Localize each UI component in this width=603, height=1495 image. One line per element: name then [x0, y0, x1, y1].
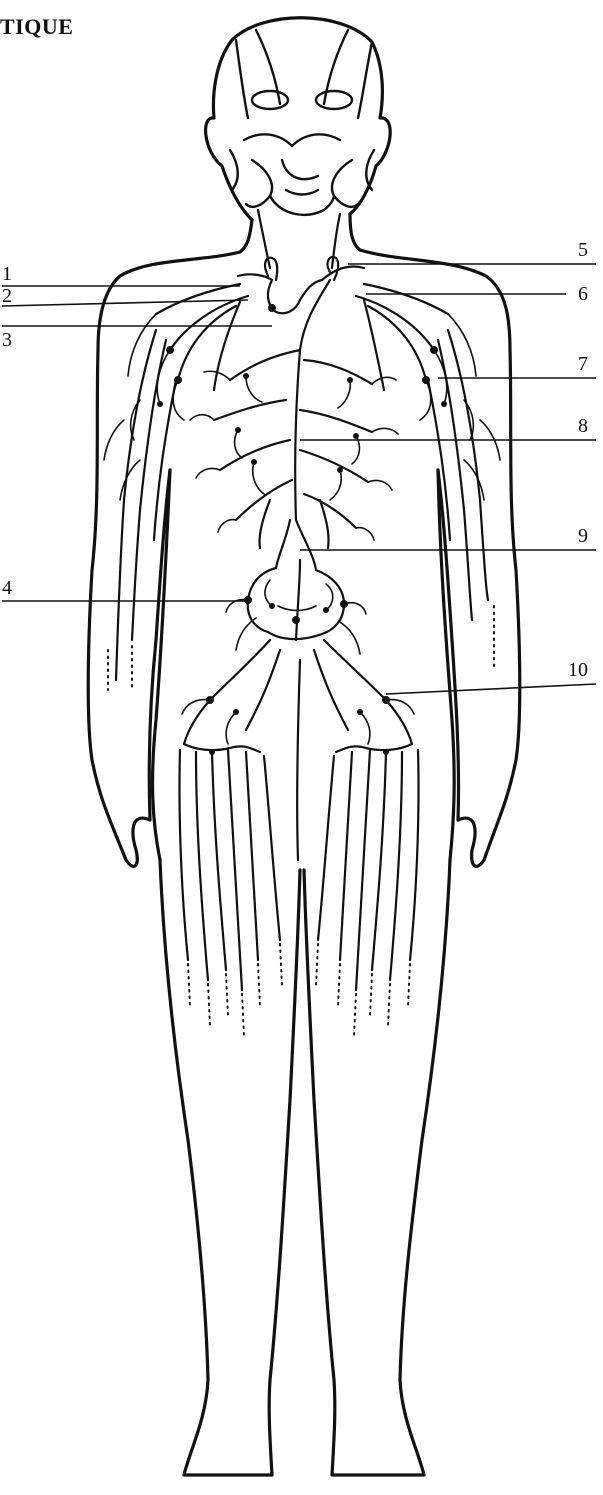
- label-3: 3: [2, 329, 12, 351]
- face-vessels: [230, 30, 374, 215]
- neck-and-duct-vessels: [238, 210, 364, 570]
- label-4: 4: [2, 577, 12, 599]
- label-leaders: [2, 264, 596, 694]
- body-outline: [88, 18, 520, 1475]
- label-8: 8: [578, 415, 588, 437]
- chest-vessel-trees: [190, 300, 398, 548]
- label-1: 1: [2, 263, 12, 285]
- label-2: 2: [2, 285, 12, 307]
- leader-10: [386, 684, 596, 694]
- label-10: 10: [568, 659, 588, 681]
- leader-2: [2, 300, 248, 306]
- lymph-nodes: [157, 304, 447, 755]
- label-9: 9: [578, 525, 588, 547]
- label-6: 6: [578, 283, 588, 305]
- axillary-vessels: [128, 284, 476, 440]
- label-5: 5: [578, 239, 588, 261]
- leg-vessels: [179, 660, 418, 1036]
- label-7: 7: [578, 353, 588, 375]
